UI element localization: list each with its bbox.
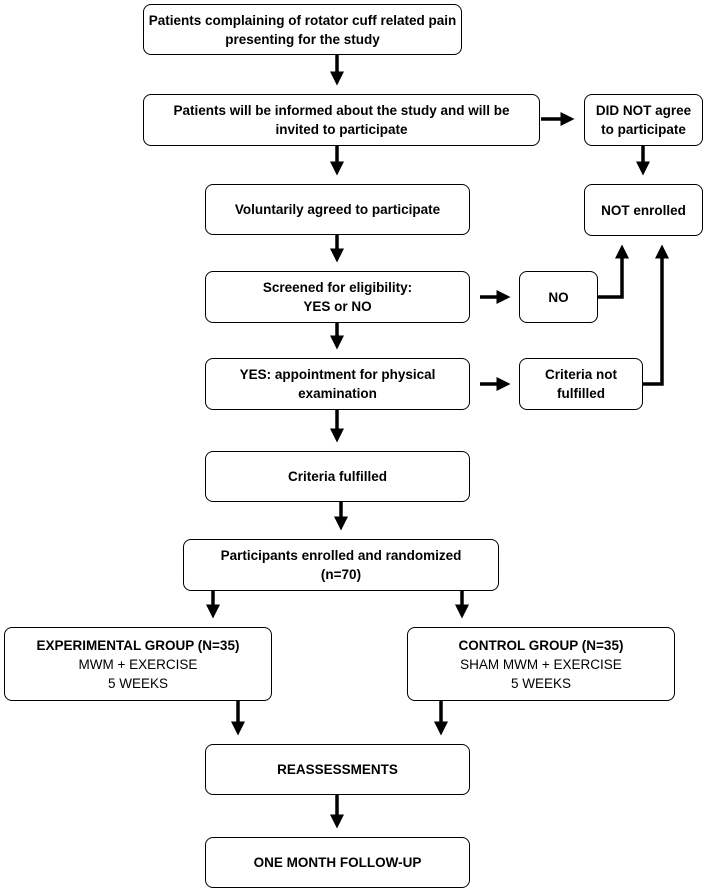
box-text-line: REASSESSMENTS — [277, 762, 398, 777]
box-did-not-agree: DID NOT agree to participate — [584, 94, 703, 146]
box-appointment: YES: appointment for physical examinatio… — [205, 358, 470, 410]
group-title: CONTROL GROUP (N=35) — [458, 637, 624, 653]
box-no: NO — [519, 271, 598, 323]
box-text-line: Criteria fulfilled — [287, 469, 387, 484]
box-text-line: DID NOT agree — [595, 103, 692, 118]
box-text-line: to participate — [601, 122, 686, 137]
box-text-line: Participants enrolled and randomized — [220, 548, 462, 563]
group-intervention: SHAM MWM + EXERCISE — [460, 656, 622, 672]
box-text-line: presenting for the study — [225, 31, 380, 47]
box-enrolled-randomized: Participants enrolled and randomized (n=… — [183, 539, 499, 591]
box-text-line: Criteria not — [544, 367, 617, 382]
box-presenting-patients: Patients complaining of rotator cuff rel… — [143, 4, 462, 55]
box-text-line: examination — [298, 386, 377, 401]
arrow-criteria-not-to-not-enrolled — [643, 244, 669, 386]
group-duration: 5 WEEKS — [510, 675, 572, 691]
box-text-line: fulfilled — [557, 386, 605, 401]
box-not-enrolled: NOT enrolled — [584, 184, 703, 236]
box-text-line: NO — [548, 289, 569, 305]
box-text-line: NOT enrolled — [601, 202, 686, 218]
box-text-line: Patients complaining of rotator cuff rel… — [148, 12, 457, 28]
box-voluntarily-agreed: Voluntarily agreed to participate — [205, 184, 470, 235]
box-text-line: invited to participate — [275, 122, 408, 137]
box-text-line: YES: appointment for physical — [239, 367, 436, 382]
group-duration: 5 WEEKS — [107, 675, 169, 691]
box-text-line: ONE MONTH FOLLOW-UP — [253, 855, 422, 870]
box-text-line: Patients will be informed about the stud… — [173, 103, 510, 118]
box-criteria-fulfilled: Criteria fulfilled — [205, 451, 470, 502]
arrow-no-to-not-enrolled — [598, 244, 629, 299]
box-screened-eligibility: Screened for eligibility: YES or NO — [205, 271, 470, 323]
group-title: EXPERIMENTAL GROUP (N=35) — [36, 637, 240, 653]
box-text-line: Voluntarily agreed to participate — [234, 202, 441, 217]
box-informed-invited: Patients will be informed about the stud… — [143, 94, 540, 146]
box-experimental-group: EXPERIMENTAL GROUP (N=35) MWM + EXERCISE… — [4, 627, 272, 701]
box-text-line: YES or NO — [303, 299, 372, 314]
box-text-line: (n=70) — [320, 567, 362, 582]
box-control-group: CONTROL GROUP (N=35) SHAM MWM + EXERCISE… — [407, 627, 675, 701]
box-one-month-follow-up: ONE MONTH FOLLOW-UP — [205, 837, 470, 888]
box-text-line: Screened for eligibility: — [262, 280, 413, 295]
box-reassessments: REASSESSMENTS — [205, 744, 470, 795]
box-criteria-not-fulfilled: Criteria not fulfilled — [519, 358, 643, 410]
group-intervention: MWM + EXERCISE — [78, 656, 198, 672]
